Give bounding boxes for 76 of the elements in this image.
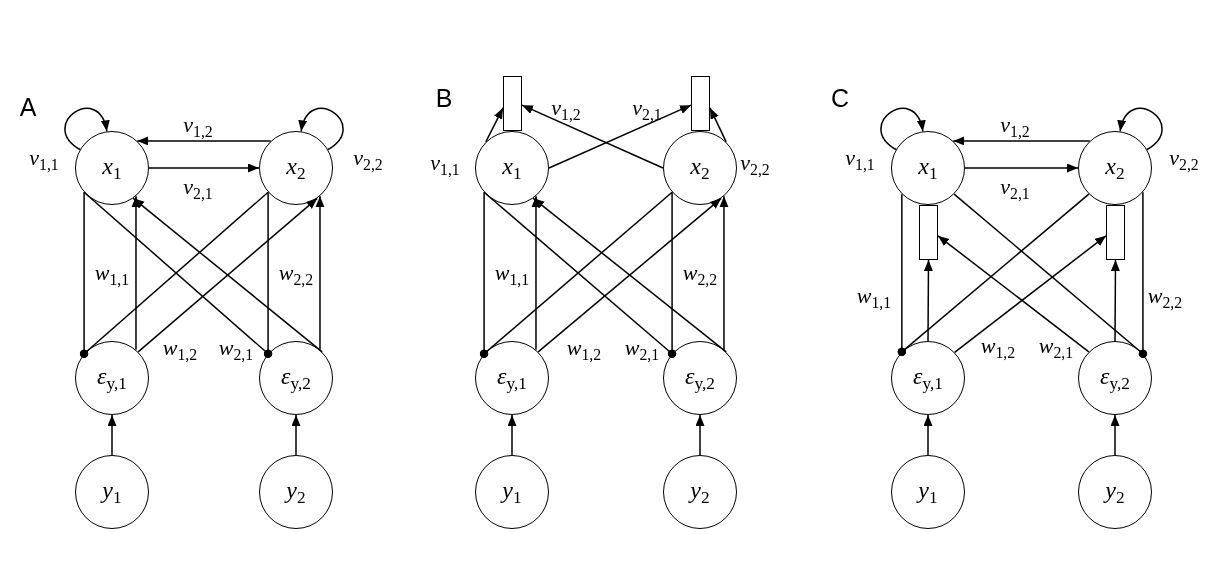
connector-arrow [719, 195, 729, 351]
node-label: y$_{2}$ [286, 477, 306, 507]
node-label: y$_{2}$ [690, 477, 710, 507]
node-label: y$_{1}$ [502, 477, 522, 507]
connector-arrow [952, 136, 1091, 146]
connector-arrow [485, 107, 504, 143]
weight-label: w$_{1,1}$ [94, 260, 130, 286]
node-label: x$_{2}$ [1105, 153, 1125, 183]
edge-label: v$_{2,2}$ [353, 145, 383, 171]
connector-arrow [953, 235, 1107, 354]
weight-label: w$_{1,2}$ [566, 335, 602, 361]
connector-arrow [507, 414, 517, 456]
node-label: ε$_{y,2}$ [281, 363, 311, 393]
connector-arrow [291, 414, 301, 456]
self-loop-arrow [299, 107, 344, 151]
edge-label: v$_{1,1}$ [845, 145, 875, 171]
weight-label: w$_{2,1}$ [1038, 333, 1074, 359]
node-label: y$_{1}$ [918, 477, 938, 507]
weight-label: w$_{1,2}$ [980, 333, 1016, 359]
self-loop-arrow [880, 107, 925, 151]
weight-label: w$_{1,1}$ [856, 283, 892, 309]
edge-label: v$_{1,1}$ [29, 145, 59, 171]
edge-label: v$_{2,1}$ [183, 174, 213, 200]
variable-circle [475, 455, 549, 529]
panel-letter: C [830, 83, 850, 112]
self-loop-arrow [1118, 107, 1163, 151]
weight-label: w$_{2,1}$ [624, 335, 660, 361]
connector-arrow [923, 414, 933, 456]
panel-letter: A [19, 92, 37, 121]
connector-arrow [521, 104, 664, 169]
edge-label: v$_{2,1}$ [632, 95, 662, 121]
connector-arrow [548, 104, 692, 169]
node-label: ε$_{y,2}$ [685, 363, 715, 393]
edge-label: v$_{1,2}$ [551, 95, 581, 121]
node-label: x$_{2}$ [690, 153, 710, 183]
storage-rectangle [691, 76, 710, 131]
edge-label: v$_{2,2}$ [740, 150, 770, 176]
connector-arrow [107, 414, 117, 456]
connector-arrow [1110, 414, 1120, 456]
node-label: y$_{2}$ [1105, 477, 1125, 507]
edge-label: v$_{2,1}$ [1000, 174, 1030, 200]
connector-arrow [937, 235, 1090, 353]
node-label: x$_{1}$ [918, 153, 938, 183]
storage-rectangle [1106, 205, 1125, 260]
edge-label: v$_{1,2}$ [1000, 112, 1030, 138]
edge-label: v$_{1,2}$ [183, 112, 213, 138]
storage-rectangle [503, 76, 522, 131]
connector-arrow [136, 136, 272, 146]
connector-arrow [709, 107, 727, 143]
weight-label: w$_{1,2}$ [162, 335, 198, 361]
node-label: x$_{1}$ [502, 153, 522, 183]
node-label: ε$_{y,1}$ [913, 363, 943, 393]
connector-arrow [315, 195, 325, 351]
self-loop-arrow [64, 107, 109, 151]
connector-arrow [131, 195, 141, 351]
weight-label: w$_{2,2}$ [682, 260, 718, 286]
connector-arrow [923, 259, 933, 342]
weight-label: w$_{2,2}$ [278, 260, 314, 286]
node-label: y$_{1}$ [102, 477, 122, 507]
connector-arrow [695, 414, 705, 456]
edge-label: v$_{2,2}$ [1169, 145, 1199, 171]
panel-letter: B [435, 83, 453, 112]
connector-arrow [148, 163, 260, 173]
node-label: ε$_{y,2}$ [1100, 363, 1130, 393]
weight-label: w$_{2,2}$ [1147, 283, 1183, 309]
edge-label: v$_{1,1}$ [430, 150, 460, 176]
weight-label: w$_{1,1}$ [494, 260, 530, 286]
connector-arrow [531, 195, 541, 351]
connector-arrow [1110, 259, 1120, 342]
node-label: x$_{1}$ [102, 153, 122, 183]
storage-rectangle [919, 205, 938, 260]
node-label: x$_{2}$ [286, 153, 306, 183]
node-label: ε$_{y,1}$ [497, 363, 527, 393]
node-label: ε$_{y,1}$ [97, 363, 127, 393]
weight-label: w$_{2,1}$ [218, 335, 254, 361]
connector-arrow [964, 163, 1079, 173]
